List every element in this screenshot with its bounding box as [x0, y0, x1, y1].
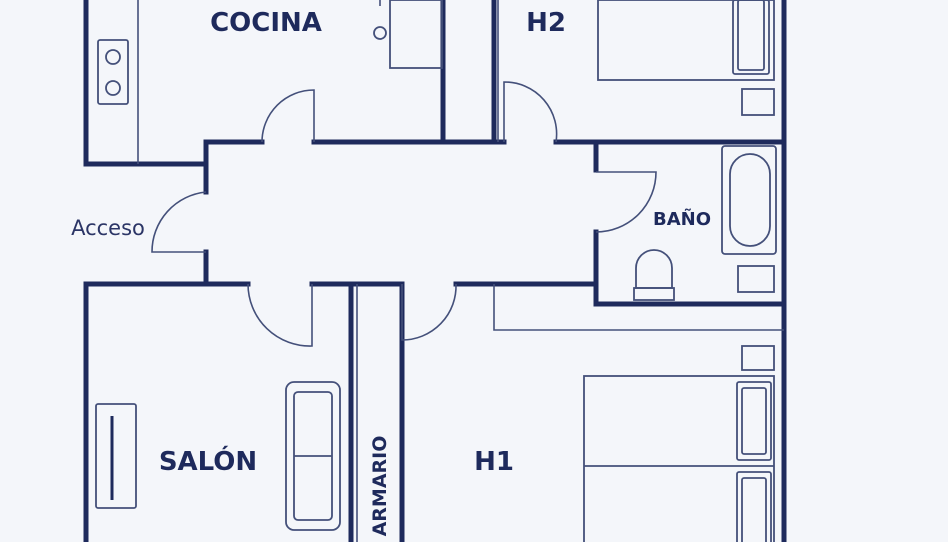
- h2-door: [503, 81, 558, 143]
- label-cocina: COCINA: [210, 8, 322, 38]
- label-h2: H2: [526, 8, 566, 38]
- h1-pillow-bottom-frame: [736, 471, 772, 542]
- kitchen-furniture: [97, 0, 443, 105]
- h1-pillow-top: [741, 387, 767, 455]
- h2-furniture: [597, 0, 775, 116]
- sofa: [285, 381, 341, 531]
- doors: [151, 81, 657, 347]
- h1-furniture: [583, 345, 775, 542]
- bathtub-basin: [729, 153, 771, 247]
- kitchen-appliance: [389, 0, 443, 69]
- label-bano: BAÑO: [653, 207, 711, 230]
- bathroom-door: [595, 171, 657, 233]
- label-armario: ARMARIO: [369, 436, 391, 537]
- tv-unit: [95, 403, 137, 509]
- h1-pillow-top-frame: [736, 381, 772, 461]
- stove: [97, 39, 129, 105]
- thin-lines: [137, 0, 784, 542]
- h2-pillow-frame: [732, 0, 770, 75]
- label-acceso: Acceso: [71, 216, 145, 240]
- stove-burner-top: [105, 49, 121, 65]
- h1-closet-line: [493, 284, 784, 331]
- kitchen-door: [261, 89, 315, 143]
- stove-burner-bottom: [105, 80, 121, 96]
- kitchen-sink-drain: [373, 26, 387, 40]
- h1-nightstand: [741, 345, 775, 371]
- h1-door: [401, 283, 457, 341]
- h2-nightstand: [741, 88, 775, 116]
- toilet-bowl: [635, 249, 673, 289]
- label-salon: SALÓN: [159, 445, 257, 477]
- h2-pillow: [737, 0, 765, 71]
- bathtub: [721, 145, 777, 255]
- salon-door: [247, 283, 313, 347]
- room-labels: COCINA H2 Acceso BAÑO SALÓN ARMARIO H1: [71, 8, 711, 536]
- label-h1: H1: [474, 447, 514, 477]
- access-door: [151, 191, 207, 253]
- bathroom-furniture: [633, 145, 777, 301]
- bath-sink: [737, 265, 775, 293]
- h1-pillow-bottom: [741, 477, 767, 542]
- h2-bed: [597, 0, 775, 81]
- toilet-tank: [633, 287, 675, 301]
- salon-furniture: [95, 381, 341, 531]
